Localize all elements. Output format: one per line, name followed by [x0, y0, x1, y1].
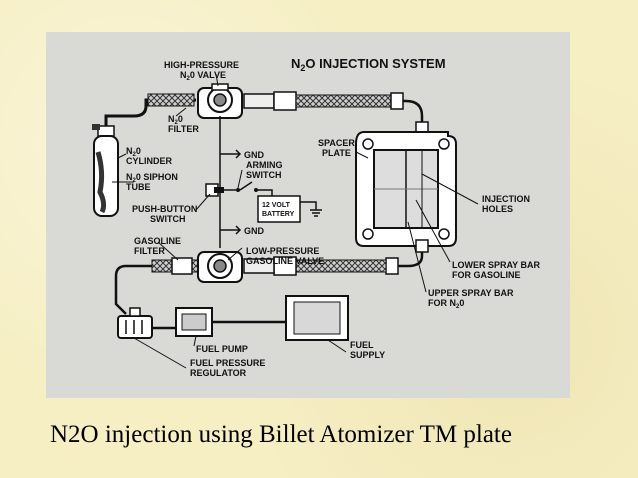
diagram-title: N2O INJECTION SYSTEM — [291, 56, 446, 73]
label-arming-1: ARMING — [246, 160, 283, 170]
label-cylinder-1: N20 — [126, 146, 141, 158]
label-filter-1: N20 — [168, 114, 183, 126]
n2o-cylinder — [92, 124, 119, 217]
label-cylinder-2: CYLINDER — [126, 156, 173, 166]
high-pressure-n2o-valve — [197, 83, 243, 119]
label-spacer-2: PLATE — [322, 148, 351, 158]
low-pressure-gasoline-valve — [197, 251, 243, 283]
label-pushbutton-2: SWITCH — [150, 214, 186, 224]
label-lower-bar-2: FOR GASOLINE — [452, 270, 521, 280]
label-hp-valve-2: N20 VALVE — [180, 70, 226, 82]
label-gnd-bottom: GND — [244, 226, 265, 236]
label-fpr-2: REGULATOR — [190, 368, 247, 378]
label-fuel-supply-2: SUPPLY — [350, 350, 385, 360]
label-upper-bar-1: UPPER SPRAY BAR — [428, 288, 514, 298]
gasoline-line — [114, 239, 429, 341]
label-lp-valve-2: GASOLINE VALVE — [246, 256, 324, 266]
label-battery-1: 12 VOLT — [262, 202, 291, 209]
label-arming-2: SWITCH — [246, 170, 282, 180]
spacer-plate — [355, 131, 457, 247]
label-fpr-1: FUEL PRESSURE — [190, 358, 265, 368]
label-gas-filter-1: GASOLINE — [134, 236, 181, 246]
label-fuel-supply-1: FUEL — [350, 340, 374, 350]
label-siphon-2: TUBE — [126, 182, 151, 192]
label-pushbutton-1: PUSH-BUTTON — [132, 204, 197, 214]
label-filter-2: FILTER — [168, 124, 199, 134]
label-upper-bar-2: FOR N20 — [428, 298, 464, 310]
slide-caption: N2O injection using Billet Atomizer TM p… — [50, 421, 512, 448]
wiring — [205, 116, 322, 248]
label-hp-valve-1: HIGH-PRESSURE — [164, 60, 239, 70]
label-lower-bar-1: LOWER SPRAY BAR — [452, 260, 541, 270]
label-lp-valve-1: LOW-PRESSURE — [246, 246, 319, 256]
label-gas-filter-2: FILTER — [134, 246, 165, 256]
label-injection-2: HOLES — [482, 204, 513, 214]
label-fuel-pump: FUEL PUMP — [196, 344, 248, 354]
label-gnd-top: GND — [244, 150, 265, 160]
label-injection-1: INJECTION — [482, 194, 530, 204]
diagram-panel: N2O INJECTION SYSTEM — [46, 32, 570, 398]
label-siphon-1: N20 SIPHON — [126, 172, 178, 184]
leader-lines — [112, 73, 479, 369]
n2o-supply-line — [104, 91, 429, 137]
label-battery-2: BATTERY — [262, 211, 295, 218]
label-spacer-1: SPACER — [318, 138, 355, 148]
n2o-system-diagram: N2O INJECTION SYSTEM — [92, 56, 541, 378]
